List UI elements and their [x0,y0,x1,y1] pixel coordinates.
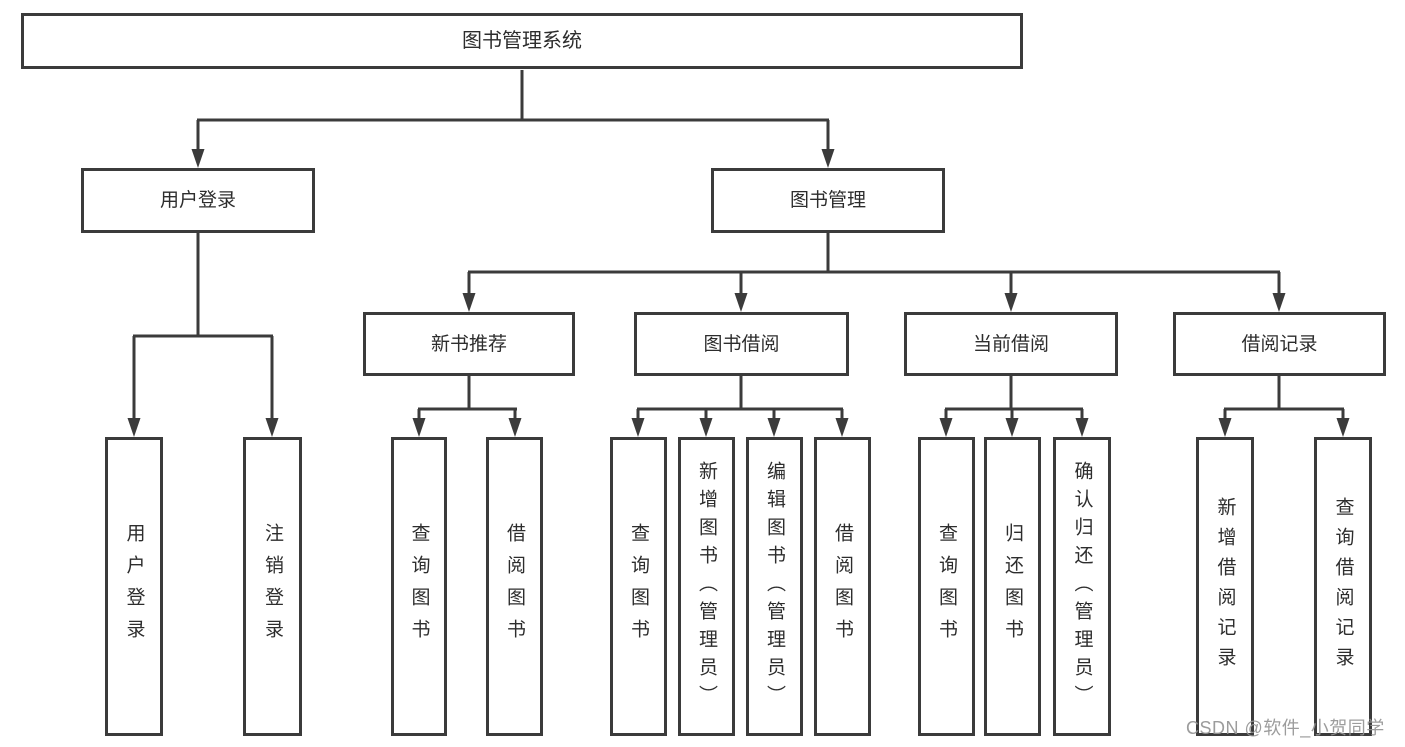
leaf-query-borrow-record-label: 查询借阅记录 [1332,496,1354,677]
arrow-down-icon [1004,293,1018,312]
arrow-down-icon [412,418,426,437]
leaf-query-books-current-label: 查询图书 [936,522,957,651]
node-book-management-label: 图书管理 [789,190,866,211]
arrow-down-icon [1272,293,1286,312]
arrow-down-icon [767,418,781,437]
tree-edges [132,70,1345,421]
leaf-confirm-return-admin-label: 确认归还（管理员） [1071,460,1093,713]
leaf-edit-book-admin-label: 编辑图书（管理员） [764,460,785,713]
node-book-borrow: 图书借阅 [634,312,849,376]
arrow-down-icon [265,418,279,437]
node-book-management: 图书管理 [711,168,945,233]
node-root-label: 图书管理系统 [462,30,582,52]
leaf-query-books-current: 查询图书 [918,437,975,736]
leaf-return-book: 归还图书 [984,437,1041,736]
node-new-book-recommend: 新书推荐 [363,312,575,376]
node-user-login: 用户登录 [81,168,315,233]
leaf-logout-label: 注销登录 [262,522,283,651]
leaf-return-book-label: 归还图书 [1002,522,1023,651]
leaf-add-book-admin: 新增图书（管理员） [678,437,735,736]
leaf-query-borrow-record: 查询借阅记录 [1314,437,1372,736]
leaf-query-books-recommend-label: 查询图书 [408,522,430,651]
node-book-borrow-label: 图书借阅 [703,333,780,355]
leaf-query-books-borrow: 查询图书 [610,437,667,736]
node-borrow-records: 借阅记录 [1173,312,1386,376]
node-new-book-recommend-label: 新书推荐 [430,333,507,355]
arrow-down-icon [631,418,645,437]
leaf-borrow-books-recommend: 借阅图书 [486,437,543,736]
leaf-add-book-admin-label: 新增图书（管理员） [696,460,717,713]
arrow-down-icon [508,418,522,437]
node-borrow-records-label: 借阅记录 [1241,333,1318,355]
arrow-down-icon [1336,418,1350,437]
leaf-query-books-borrow-label: 查询图书 [628,522,649,651]
arrow-down-icon [821,149,835,168]
arrow-down-icon [462,293,476,312]
arrow-down-icon [1075,418,1089,437]
arrow-down-icon [939,418,953,437]
node-root: 图书管理系统 [21,13,1023,69]
arrow-down-icon [1005,418,1019,437]
arrow-down-icon [835,418,849,437]
leaf-borrow-books-label: 借阅图书 [832,522,853,651]
node-user-login-label: 用户登录 [159,190,236,211]
leaf-query-books-recommend: 查询图书 [391,437,447,736]
arrowheads [127,149,1350,437]
leaf-logout: 注销登录 [243,437,302,736]
watermark: CSDN @软件_小贺同学 [1186,718,1385,738]
leaf-user-login: 用户登录 [105,437,163,736]
leaf-add-borrow-record-label: 新增借阅记录 [1214,496,1236,677]
leaf-edit-book-admin: 编辑图书（管理员） [746,437,803,736]
leaf-user-login-label: 用户登录 [123,522,145,651]
leaf-borrow-books-recommend-label: 借阅图书 [504,522,525,651]
leaf-borrow-books: 借阅图书 [814,437,871,736]
arrow-down-icon [191,149,205,168]
leaf-confirm-return-admin: 确认归还（管理员） [1053,437,1111,736]
arrow-down-icon [734,293,748,312]
node-current-borrow: 当前借阅 [904,312,1118,376]
leaf-add-borrow-record: 新增借阅记录 [1196,437,1254,736]
arrow-down-icon [699,418,713,437]
node-current-borrow-label: 当前借阅 [972,333,1049,355]
arrow-down-icon [127,418,141,437]
arrow-down-icon [1218,418,1232,437]
